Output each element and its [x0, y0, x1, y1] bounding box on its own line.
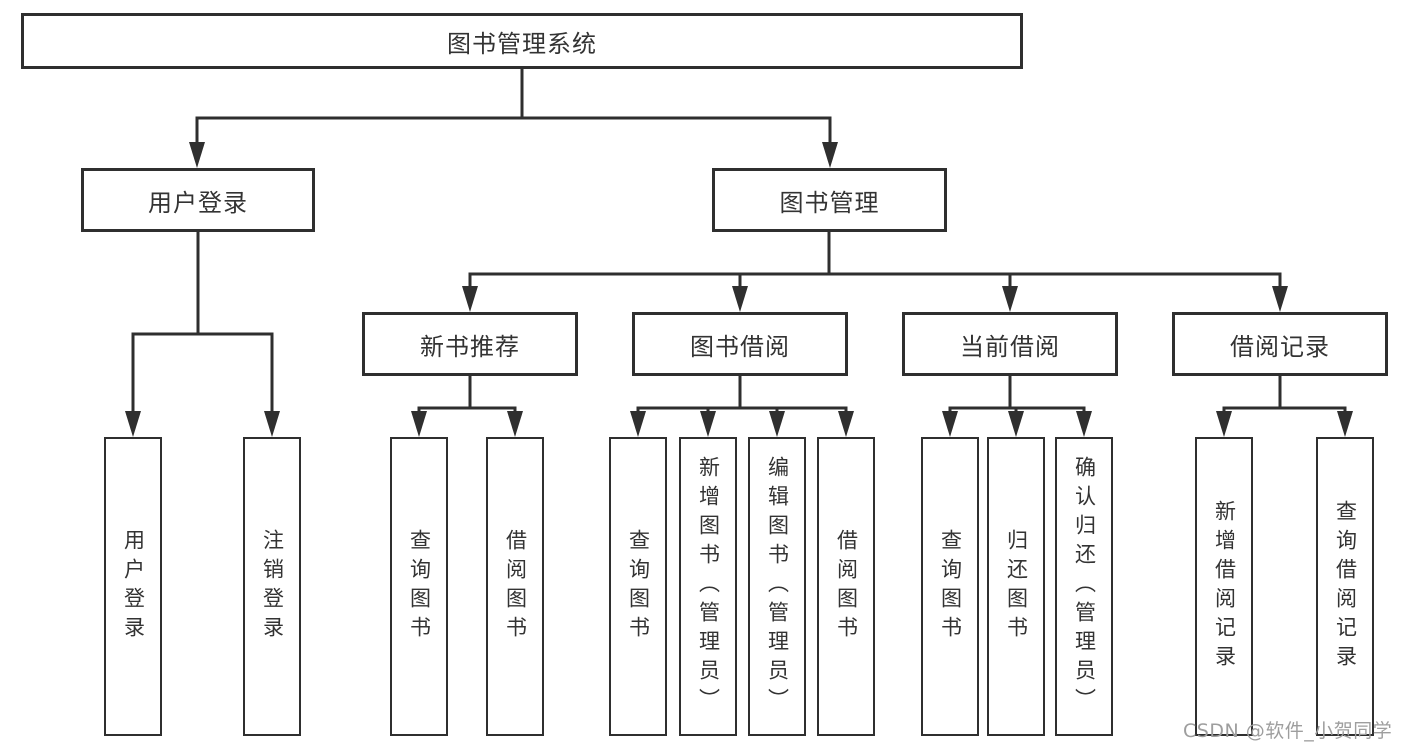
- leaf-query-books-recommend: 查询图书: [390, 437, 448, 736]
- leaf-borrow-books: 借阅图书: [817, 437, 875, 736]
- leaf-add-book-admin: 新增图书（管理员）: [679, 437, 737, 736]
- leaf-logout: 注销登录: [243, 437, 301, 736]
- leaf-query-books-borrow: 查询图书: [609, 437, 667, 736]
- node-book-management-label: 图书管理: [779, 188, 880, 217]
- csdn-watermark: CSDN @软件_小贺同学: [1183, 720, 1393, 742]
- leaf-return-book-label: 归还图书: [1004, 528, 1029, 645]
- leaf-query-books-borrow-label: 查询图书: [626, 528, 651, 645]
- node-user-login-label: 用户登录: [148, 188, 248, 217]
- node-new-book-recommend-label: 新书推荐: [420, 332, 520, 361]
- leaf-query-borrow-record-label: 查询借阅记录: [1333, 499, 1358, 674]
- leaf-add-borrow-record: 新增借阅记录: [1195, 437, 1253, 736]
- leaf-query-books-current-label: 查询图书: [938, 528, 963, 645]
- leaf-confirm-return-admin: 确认归还（管理员）: [1055, 437, 1113, 736]
- leaf-edit-book-admin-label: 编辑图书（管理员）: [765, 456, 790, 717]
- node-system-root: 图书管理系统: [21, 13, 1023, 69]
- node-book-management: 图书管理: [712, 168, 947, 232]
- leaf-add-book-admin-label: 新增图书（管理员）: [696, 456, 721, 717]
- node-borrowing-records: 借阅记录: [1172, 312, 1388, 376]
- leaf-user-login-label: 用户登录: [121, 528, 146, 645]
- node-system-root-label: 图书管理系统: [447, 29, 597, 58]
- node-book-borrowing-label: 图书借阅: [690, 332, 790, 361]
- leaf-query-borrow-record: 查询借阅记录: [1316, 437, 1374, 736]
- node-current-borrowing: 当前借阅: [902, 312, 1118, 376]
- node-new-book-recommend: 新书推荐: [362, 312, 578, 376]
- leaf-query-books-current: 查询图书: [921, 437, 979, 736]
- leaf-borrow-books-recommend-label: 借阅图书: [503, 528, 528, 645]
- leaf-borrow-books-recommend: 借阅图书: [486, 437, 544, 736]
- leaf-query-books-recommend-label: 查询图书: [407, 528, 432, 645]
- leaf-logout-label: 注销登录: [260, 528, 285, 645]
- leaf-borrow-books-label: 借阅图书: [834, 528, 859, 645]
- leaf-edit-book-admin: 编辑图书（管理员）: [748, 437, 806, 736]
- node-borrowing-records-label: 借阅记录: [1230, 332, 1330, 361]
- leaf-add-borrow-record-label: 新增借阅记录: [1212, 499, 1237, 674]
- leaf-user-login: 用户登录: [104, 437, 162, 736]
- node-book-borrowing: 图书借阅: [632, 312, 848, 376]
- node-current-borrowing-label: 当前借阅: [960, 332, 1060, 361]
- node-user-login: 用户登录: [81, 168, 315, 232]
- leaf-confirm-return-admin-label: 确认归还（管理员）: [1072, 456, 1097, 717]
- leaf-return-book: 归还图书: [987, 437, 1045, 736]
